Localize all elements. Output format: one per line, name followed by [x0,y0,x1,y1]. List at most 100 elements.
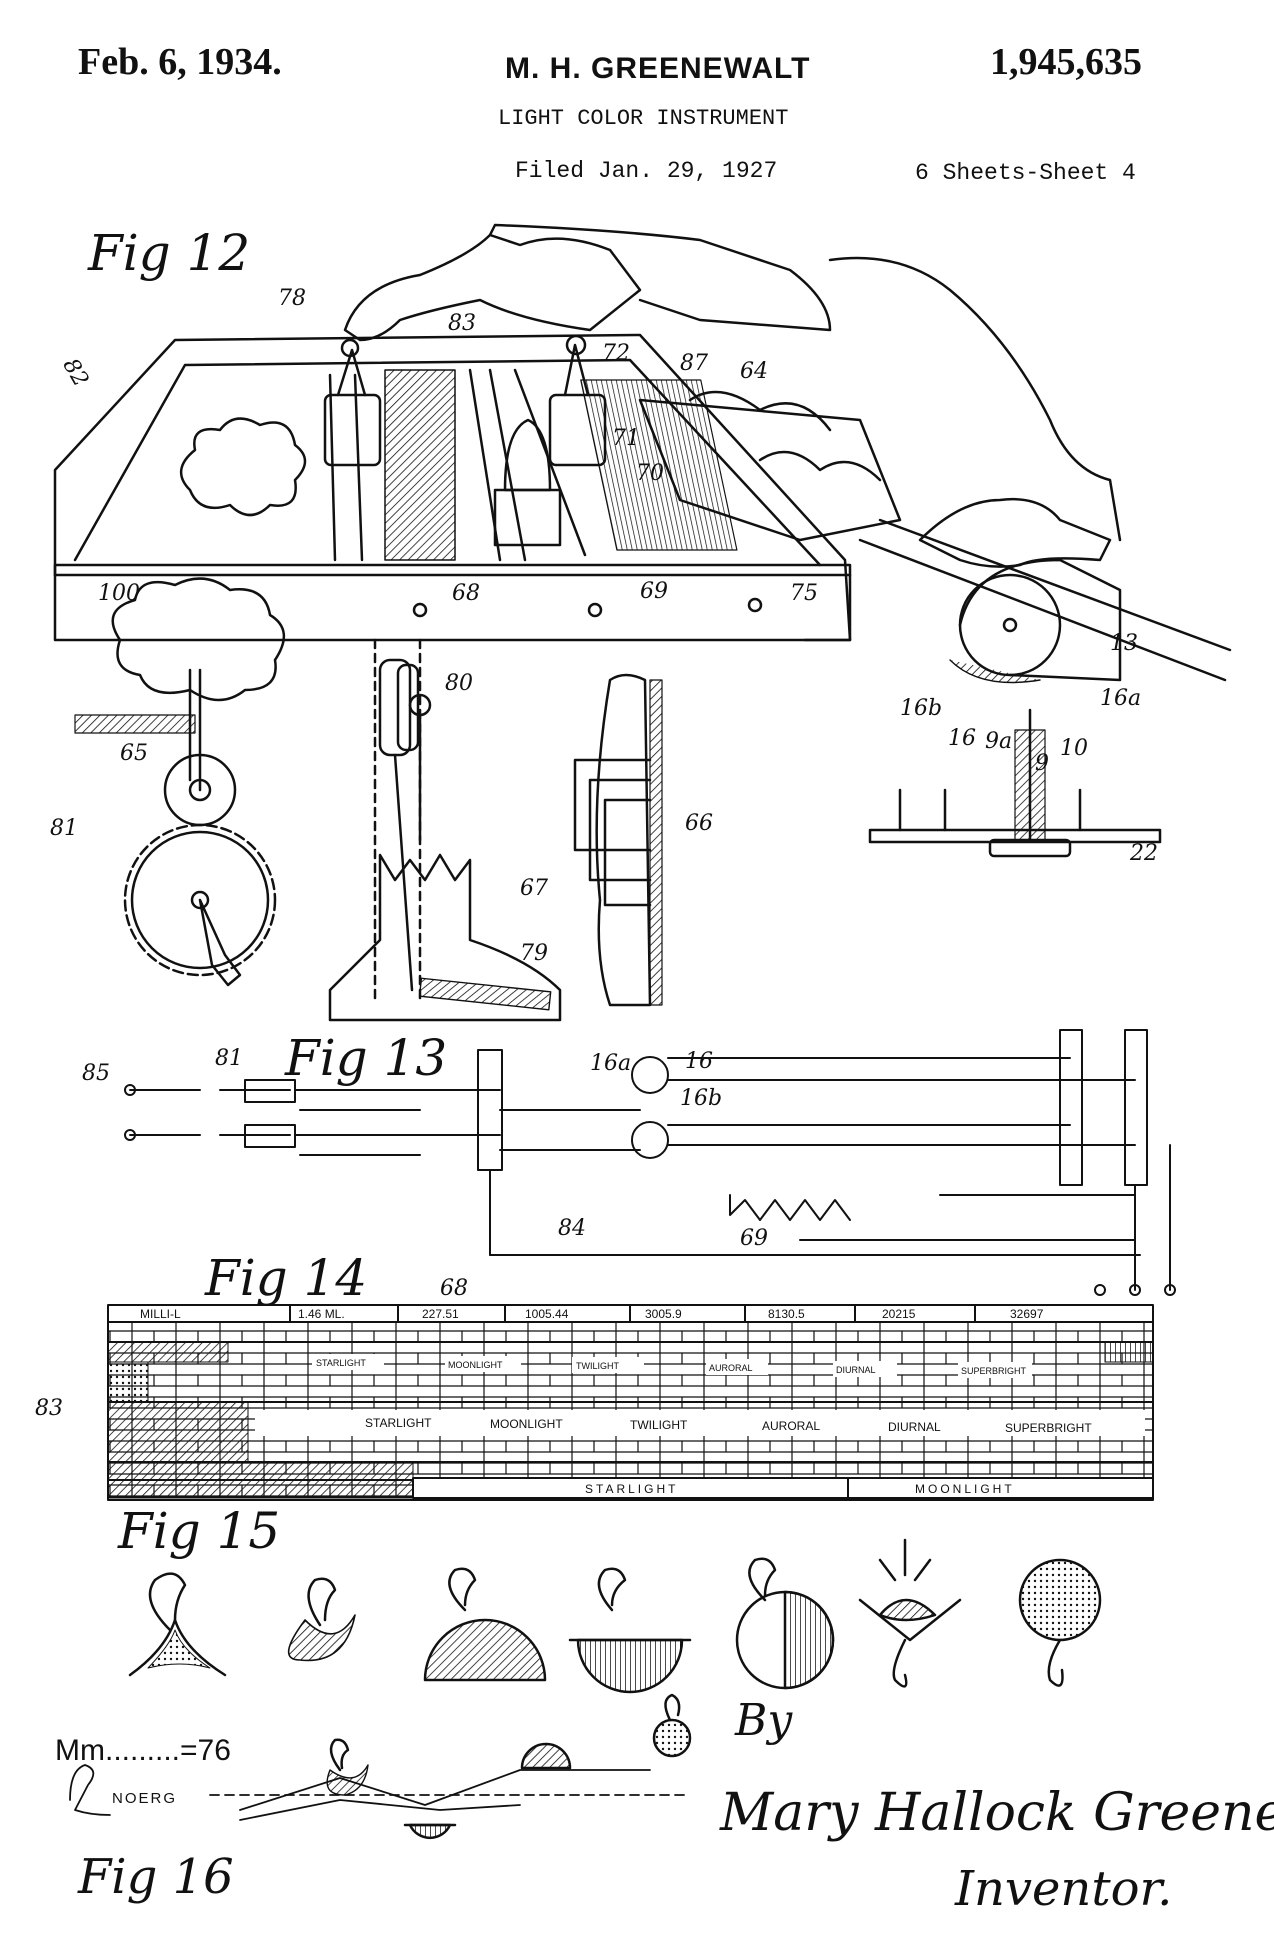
ref-65: 65 [120,741,148,766]
ref-64: 64 [740,359,768,384]
ref-68-fig14: 68 [440,1276,468,1301]
symbol-starlight [128,1572,227,1677]
band-cell: STARLIGHT [365,1416,432,1430]
staff-line [69,1764,691,1821]
ref-16a: 16a [1100,686,1141,711]
ref-100: 100 [98,581,140,606]
fig16-label: Fig 16 [77,1849,234,1905]
ref-83-fig14: 83 [35,1396,63,1421]
band-cell: SUPERBRIGHT [961,1366,1027,1376]
tempo-marking: Mm.........=76 [55,1734,231,1767]
figure-16: Mm.........=76 NOERG Fig 16 [55,1693,692,1905]
signature-block: By Mary Hallock Greenewalt. Inventor. [719,1695,1274,1917]
shade-hatch [74,714,196,734]
ref-78: 78 [278,286,306,311]
base-plate-22 [868,708,1162,858]
scale-cell: 20215 [882,1307,916,1321]
ref-9a: 9a [985,729,1012,754]
figure-15: Fig 15 [117,1502,1102,1694]
figure-13: Fig 13 [82,1029,1176,1296]
lamp-rack [573,673,663,1007]
ref-67: 67 [520,876,548,901]
ref-70: 70 [636,461,664,486]
patent-number: 1,945,635 [990,41,1142,83]
scale-row: MILLI-L 1.46 ML. 227.51 1005.44 3005.9 8… [140,1307,1044,1321]
band-cell: TWILIGHT [630,1418,688,1432]
ref-71: 71 [612,426,640,451]
band-cell: MOONLIGHT [915,1482,1015,1496]
band-cell: SUPERBRIGHT [1005,1421,1092,1435]
ref-81-fig13: 81 [215,1046,243,1071]
note-half-striped [403,1823,457,1840]
scale-cell: 8130.5 [768,1307,805,1321]
band-cell: TWILIGHT [576,1361,619,1371]
ref-13: 13 [1110,631,1138,656]
figure-14: Fig 14 68 83 MILLI-L [35,1249,1154,1501]
ref-80: 80 [445,671,473,696]
filed-date: Filed Jan. 29, 1927 [515,158,778,184]
symbol-crescent [287,1577,356,1662]
ref-79: 79 [520,941,548,966]
band-cell: MOONLIGHT [490,1417,563,1431]
ref-68: 68 [452,581,480,606]
ref-16a-fig13: 16a [590,1051,631,1076]
band-cell: AURORAL [709,1363,753,1373]
fig14-label: Fig 14 [204,1249,367,1307]
note-half-disc [520,1742,572,1770]
clef-label: NOERG [112,1790,177,1807]
pulley-80 [378,658,432,992]
fig15-label: Fig 15 [117,1502,280,1560]
sheet-number: 6 Sheets-Sheet 4 [915,160,1136,186]
ref-16-fig13: 16 [685,1049,713,1074]
ref-84: 84 [558,1216,586,1241]
scale-cell: 3005.9 [645,1307,682,1321]
ref-75: 75 [790,581,818,606]
symbol-full-disc [735,1557,835,1690]
patent-title: LIGHT COLOR INSTRUMENT [498,106,789,131]
symbol-aurora [858,1538,962,1688]
right-sleeve [828,256,1122,542]
ref-72: 72 [602,341,630,366]
ref-85: 85 [82,1061,110,1086]
left-sleeve [488,223,832,332]
ref-16b-fig13: 16b [680,1086,722,1111]
crank-wheel [123,668,277,987]
band-cell: DIURNAL [836,1365,876,1375]
right-hand [918,498,1112,568]
band-row-1: STARLIGHT MOONLIGHT TWILIGHT AURORAL DIU… [312,1354,1032,1378]
fig12-label: Fig 12 [87,224,250,282]
ref-16b: 16b [900,696,942,721]
rotating-drum [638,390,1232,684]
band-cell: STARLIGHT [585,1482,678,1496]
fig13-label: Fig 13 [284,1029,447,1087]
slide-rails [328,368,738,562]
figure-12: Fig 12 [50,223,1232,1022]
signature-role: Inventor. [954,1861,1172,1917]
ref-83: 83 [448,311,476,336]
note-superbright [652,1693,692,1758]
symbol-half-disc [423,1567,547,1682]
ref-81: 81 [50,816,78,841]
band-cell: MOONLIGHT [448,1360,503,1370]
cloud-shade-1 [180,417,307,517]
band-cell: AURORAL [762,1419,820,1433]
center-pedestal [493,418,562,547]
light-scale-strip [107,1304,1154,1501]
signature-by: By [734,1695,793,1746]
symbol-half-striped [568,1567,692,1694]
ref-9: 9 [1035,751,1049,776]
band-cell: DIURNAL [888,1420,941,1434]
scale-cell: 32697 [1010,1307,1044,1321]
dimmer-knob-78 [323,338,382,467]
band-row-3: STARLIGHT MOONLIGHT [585,1482,1015,1496]
left-hand [343,233,642,342]
ref-69-fig13: 69 [740,1226,768,1251]
ref-87: 87 [680,351,708,376]
ref-10: 10 [1060,736,1088,761]
fig13-refs: 85 81 16a 16 16b 69 84 [82,1046,768,1251]
scale-cell: MILLI-L [140,1307,181,1321]
ref-69: 69 [640,579,668,604]
signature-name: Mary Hallock Greenewalt. [719,1783,1274,1843]
band-cell: STARLIGHT [316,1358,366,1368]
